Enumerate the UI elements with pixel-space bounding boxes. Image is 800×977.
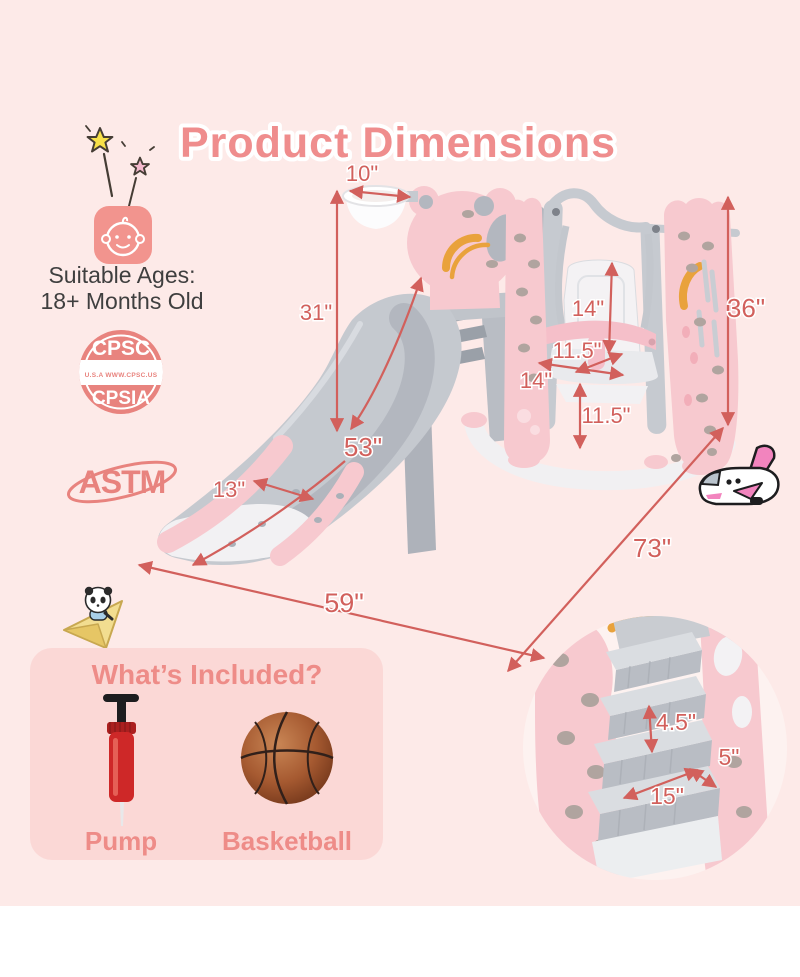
dim-seat-back-height-label: 14" bbox=[572, 296, 604, 321]
slide-left-rail bbox=[157, 435, 293, 553]
basketball-image bbox=[240, 711, 334, 805]
dim-hoop-width-label: 10" bbox=[346, 161, 378, 186]
orange-arc-decoration bbox=[441, 233, 482, 272]
dim-step-width-arrow bbox=[622, 767, 700, 801]
swing-rope-right bbox=[640, 233, 654, 329]
dim-overall-height-label: 36" bbox=[727, 293, 765, 323]
dim-step-width-label: 15" bbox=[650, 783, 684, 809]
star-wands-icon bbox=[85, 125, 155, 207]
baby-icon bbox=[94, 206, 152, 264]
page-title: Product Dimensions bbox=[180, 119, 616, 167]
whats-included-title: What’s Included? bbox=[92, 659, 323, 690]
dim-base-side-depth-label: 73" bbox=[633, 533, 671, 563]
dim-step-depth-label: 5" bbox=[719, 744, 740, 770]
dim-step-height-arrow bbox=[642, 704, 659, 754]
dim-seat-width-label: 14" bbox=[520, 368, 552, 393]
dim-slide-width-arrow bbox=[252, 477, 315, 503]
astm-badge: ASTM bbox=[67, 460, 177, 504]
dim-base-front-width-label: 59" bbox=[324, 588, 364, 618]
cpsia-label: CPSIA bbox=[92, 388, 150, 409]
age-note-line2: 18+ Months Old bbox=[40, 288, 203, 314]
swing-left-foot bbox=[461, 412, 487, 428]
age-note-line1: Suitable Ages: bbox=[48, 262, 195, 288]
bottom-white-strip bbox=[0, 906, 800, 977]
panda-paper-plane-icon bbox=[63, 586, 123, 649]
cpsc-cpsia-badge: CPSC U.S.A WWW.CPSC.US CPSIA bbox=[79, 330, 163, 414]
dim-seat-back-height-arrow bbox=[602, 261, 619, 355]
dim-slide-length-arrow-upper bbox=[350, 276, 424, 431]
swing-arch-bar bbox=[545, 188, 651, 233]
whats-included-panel: What’s Included? Pump Basketball bbox=[30, 648, 383, 860]
dim-slide-length-label: 53" bbox=[344, 432, 382, 462]
swing-rope-left bbox=[555, 225, 570, 327]
dim-seat-depth-label: 11.5" bbox=[553, 338, 602, 363]
dimension-labels: 10" 31" 53" 13" 59" 73" 36" 14" 11.5" 14… bbox=[211, 160, 766, 620]
dim-slide-height-label: 31" bbox=[300, 300, 332, 325]
basketball-label: Basketball bbox=[222, 826, 352, 856]
dim-seat-ground-clearance-label: 11.5" bbox=[582, 403, 631, 428]
astm-label: ASTM bbox=[79, 464, 166, 500]
bear-panel bbox=[407, 186, 520, 310]
ladder-detail-inset: 4.5" 5" 15" bbox=[523, 616, 787, 880]
dim-seat-width-arrow bbox=[537, 357, 625, 381]
dim-base-front-width-arrow bbox=[137, 560, 546, 663]
airplane-icon bbox=[698, 444, 780, 506]
pump-label: Pump bbox=[85, 826, 157, 856]
pump-image bbox=[103, 694, 139, 826]
cpsc-label: CPSC bbox=[92, 337, 150, 360]
dimension-lines bbox=[137, 185, 736, 673]
dim-hoop-width-arrow bbox=[348, 185, 412, 203]
swing-inner-foot bbox=[644, 455, 668, 469]
dim-slide-width-label: 13" bbox=[213, 477, 245, 502]
dim-slide-length-arrow-lower bbox=[191, 460, 346, 566]
dim-base-side-depth-arrow bbox=[507, 426, 724, 673]
cpsc-url-label: U.S.A WWW.CPSC.US bbox=[85, 372, 158, 379]
dim-step-height-label: 4.5" bbox=[656, 709, 696, 735]
